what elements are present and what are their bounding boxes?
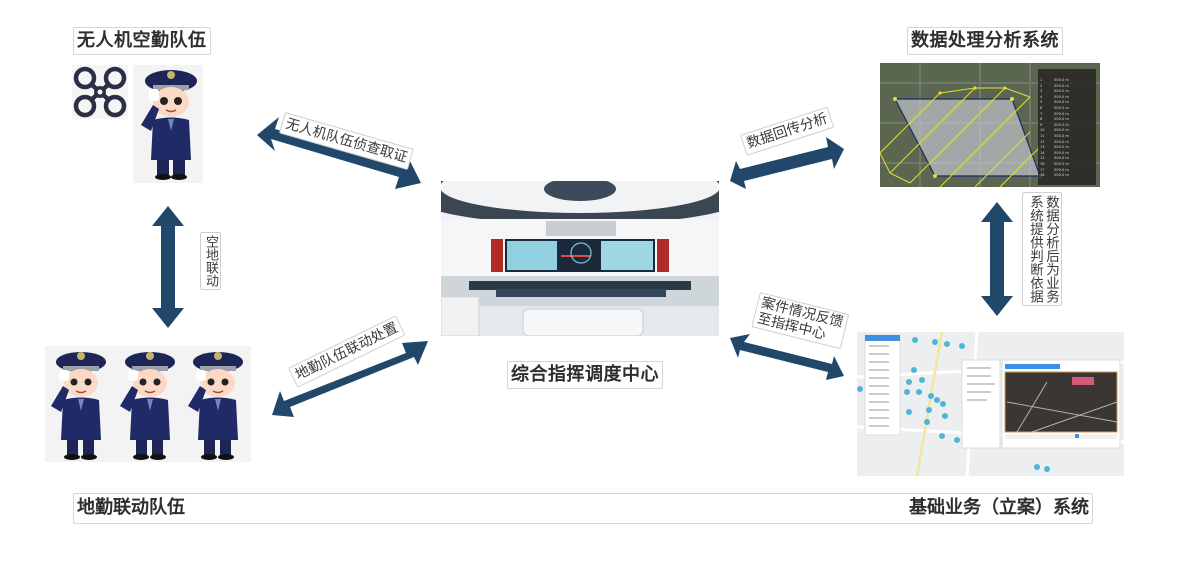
waypoint-index: 5 [1040,100,1043,105]
command-center-title: 综合指挥调度中心 [507,361,663,389]
waypoint-distance: 500.0 m [1054,100,1069,105]
data-business-arrow-label: 数据分析后为业务系统提供判断依据 [1022,192,1062,306]
waypoint-distance: 500.0 m [1054,156,1069,161]
waypoint-row: 2 500.0 m [1038,84,1096,90]
waypoint-distance: 500.0 m [1054,167,1069,172]
center-data-double-arrow [728,135,846,190]
business-center-double-arrow [728,330,846,382]
ground-team-title: 地勤联动队伍 [77,497,185,518]
waypoint-distance: 500.0 m [1054,117,1069,122]
waypoint-distance: 500.0 m [1054,94,1069,99]
waypoint-index: 18 [1040,173,1045,178]
ground-center-double-arrow [268,335,430,425]
waypoint-index: 2 [1040,83,1043,88]
waypoint-index: 4 [1040,94,1043,99]
waypoint-row: 15 500.0 m [1038,156,1096,162]
business-system-title: 基础业务（立案）系统 [909,497,1089,518]
waypoint-row: 11 500.0 m [1038,134,1096,140]
drone-icon [72,65,128,119]
waypoint-index: 9 [1040,122,1043,127]
waypoint-distance: 500.0 m [1054,139,1069,144]
waypoint-distance: 500.0 m [1054,105,1069,110]
waypoint-distance: 500.0 m [1054,173,1069,178]
business-system-map-screenshot [857,332,1124,476]
waypoint-distance: 500.0 m [1054,78,1069,82]
waypoint-distance: 500.0 m [1054,150,1069,155]
waypoint-index: 6 [1040,105,1043,110]
waypoint-distance: 500.0 m [1054,111,1069,116]
bottom-caption-bar: 地勤联动队伍 基础业务（立案）系统 [73,493,1093,524]
data-business-double-arrow [980,202,1014,316]
drone-center-double-arrow [255,105,425,190]
waypoint-row: 16 500.0 m [1038,162,1096,168]
waypoint-index: 17 [1040,167,1045,172]
waypoint-index: 8 [1040,117,1043,122]
waypoint-row: 14 500.0 m [1038,151,1096,157]
waypoint-index: 11 [1040,133,1045,138]
waypoint-distance: 500.0 m [1054,128,1069,133]
drone-team-title: 无人机空勤队伍 [73,27,211,55]
waypoint-distance: 500.0 m [1054,133,1069,138]
waypoint-row: 13 500.0 m [1038,145,1096,151]
waypoint-row: 9 500.0 m [1038,123,1096,129]
drone-pilot-officer-image [133,65,203,183]
waypoint-row: 7 500.0 m [1038,112,1096,118]
waypoint-distance: 500.0 m [1054,161,1069,166]
waypoint-panel: 1 500.0 m 2 500.0 m 3 500.0 m 4 500.0 m 5 500.0 m… [1038,69,1096,185]
waypoint-index: 1 [1040,78,1043,82]
ground-team-officers-image [45,346,251,462]
waypoint-row: 8 500.0 m [1038,117,1096,123]
waypoint-row: 1 500.0 m [1038,78,1096,84]
data-system-title: 数据处理分析系统 [907,27,1063,55]
air-ground-arrow-label: 空地联动 [200,232,221,290]
waypoint-distance: 500.0 m [1054,83,1069,88]
command-center-photo [441,181,719,336]
data-system-map-screenshot: 1 500.0 m 2 500.0 m 3 500.0 m 4 500.0 m 5 500.0 m… [880,63,1100,187]
waypoint-index: 3 [1040,89,1043,94]
waypoint-row: 18 500.0 m [1038,173,1096,179]
air-ground-double-arrow [151,206,185,328]
waypoint-distance: 500.0 m [1054,122,1069,127]
waypoint-row: 3 500.0 m [1038,89,1096,95]
waypoint-index: 7 [1040,111,1043,116]
waypoint-row: 17 500.0 m [1038,168,1096,174]
waypoint-index: 16 [1040,161,1045,166]
waypoint-row: 10 500.0 m [1038,128,1096,134]
waypoint-row: 4 500.0 m [1038,95,1096,101]
waypoint-index: 13 [1040,145,1045,150]
waypoint-row: 5 500.0 m [1038,100,1096,106]
waypoint-index: 12 [1040,139,1045,144]
waypoint-index: 10 [1040,128,1045,133]
waypoint-distance: 500.0 m [1054,145,1069,150]
waypoint-index: 15 [1040,156,1045,161]
waypoint-index: 14 [1040,150,1045,155]
waypoint-row: 12 500.0 m [1038,140,1096,146]
waypoint-distance: 500.0 m [1054,89,1069,94]
waypoint-row: 6 500.0 m [1038,106,1096,112]
